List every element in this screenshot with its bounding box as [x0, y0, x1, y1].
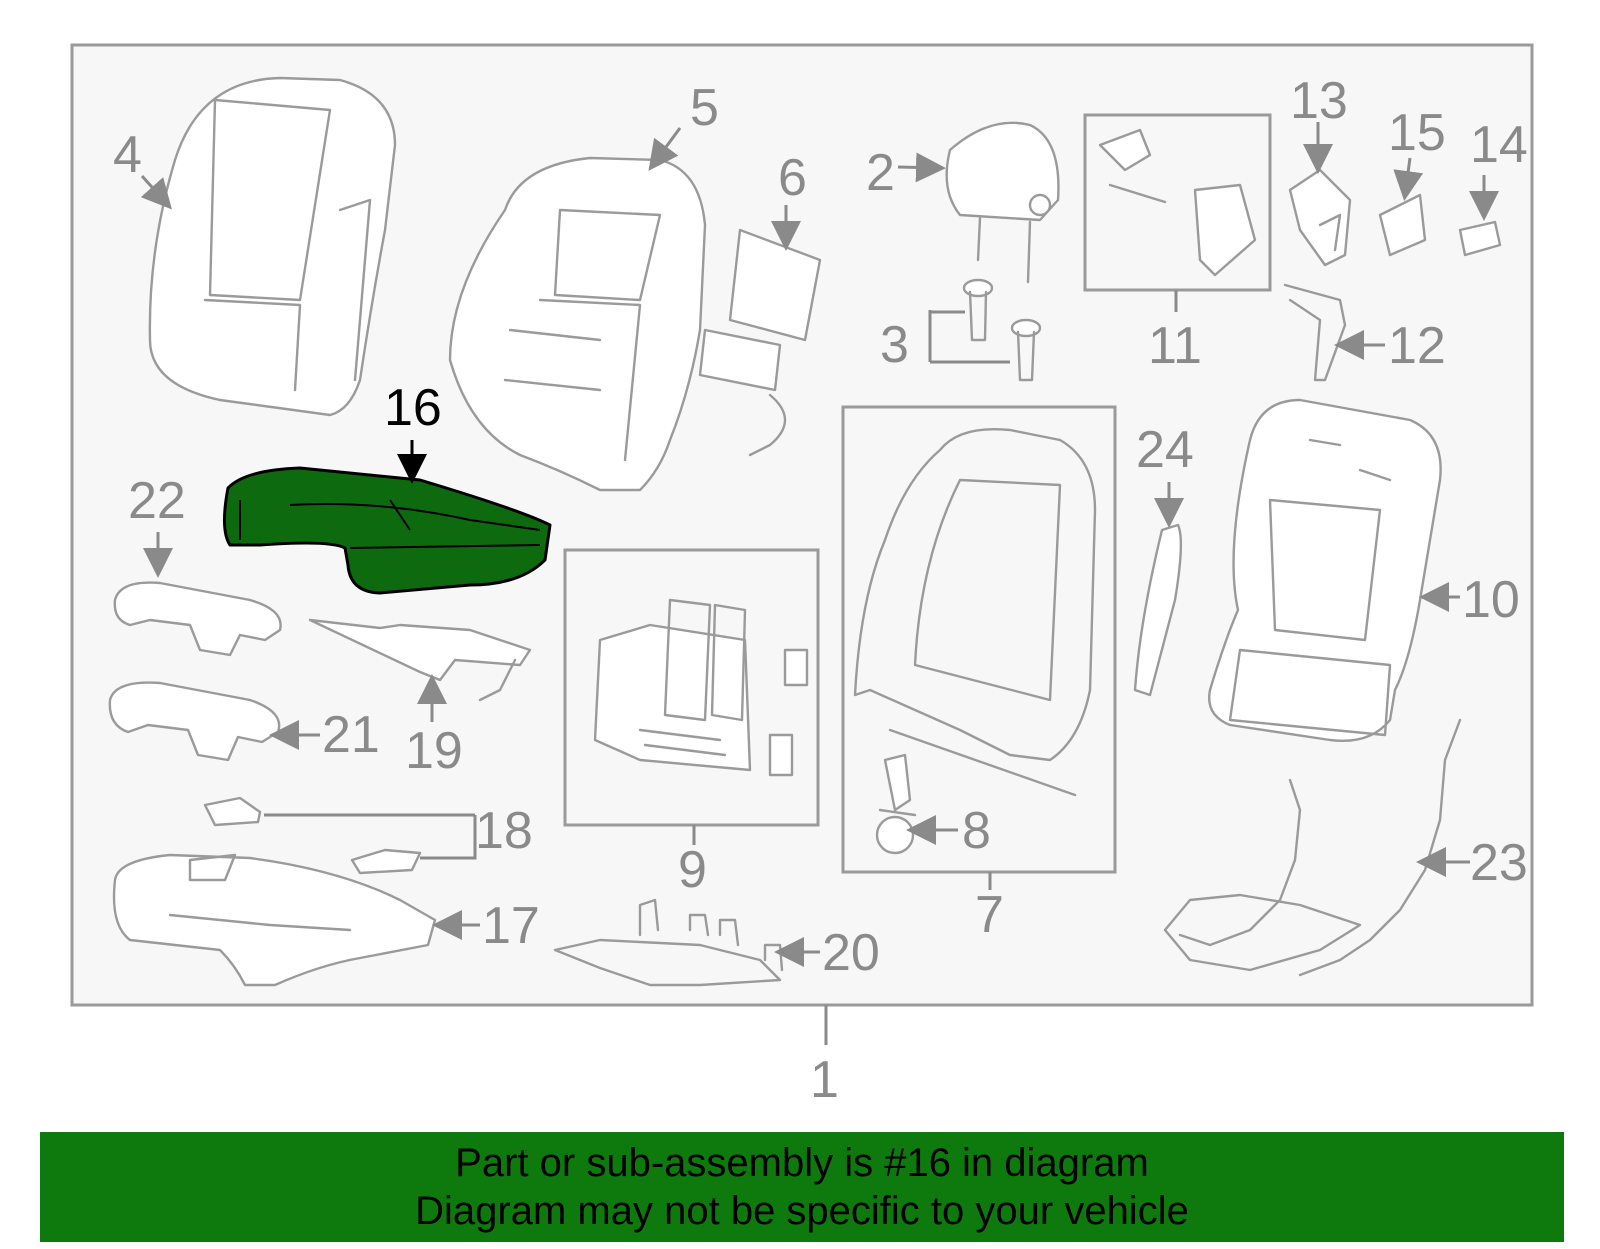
part-12-bracket: [1283, 283, 1347, 382]
callout-9: 9: [678, 841, 707, 899]
callout-5: 5: [690, 79, 719, 137]
callout-23: 23: [1470, 834, 1528, 892]
callout-13: 13: [1290, 72, 1348, 130]
info-banner: Part or sub-assembly is #16 in diagram D…: [40, 1132, 1564, 1242]
callout-8: 8: [962, 802, 991, 860]
part-22-side-panel: [113, 581, 282, 657]
callout-2: 2: [866, 144, 895, 202]
part-9-lumbar-assembly: [593, 598, 809, 777]
part-7-box: [841, 405, 1117, 874]
part-14-clip: [1458, 220, 1502, 257]
part-8-recliner-motor: [875, 753, 917, 855]
callout-22: 22: [128, 472, 186, 530]
banner-line-1: Part or sub-assembly is #16 in diagram: [455, 1141, 1149, 1185]
callout-14: 14: [1470, 116, 1528, 174]
callout-11: 11: [1148, 317, 1202, 375]
part-10-rear-panel: [1208, 398, 1442, 742]
callout-3: 3: [880, 316, 909, 374]
callout-19: 19: [405, 722, 463, 780]
callout-21: 21: [322, 706, 380, 764]
part-7-seat-back-frame: [853, 428, 1097, 797]
callout-4: 4: [113, 126, 142, 184]
part-9-box: [563, 548, 820, 827]
callout-16: 16: [384, 379, 442, 437]
part-20-wire-harness: [553, 898, 784, 987]
callout-20: 20: [822, 924, 880, 982]
part-2-headrest: [945, 121, 1060, 284]
part-3-headrest-guides: [962, 278, 1042, 382]
parts-diagram: 1 2 3 4 5 6 7 8 9 10 11 12 13 14 15 16 1…: [70, 43, 1534, 1109]
part-18-clips: [203, 796, 422, 875]
callout-7: 7: [975, 886, 1004, 944]
part-6-module: [698, 228, 822, 457]
part-15-bezel: [1378, 193, 1427, 257]
part-17-seat-pan: [112, 853, 437, 987]
callout-17: 17: [482, 897, 540, 955]
callout-15: 15: [1388, 104, 1446, 162]
callout-12: 12: [1388, 317, 1446, 375]
callout-1: 1: [810, 1051, 839, 1109]
callout-6: 6: [778, 149, 807, 207]
callout-10: 10: [1462, 571, 1520, 629]
banner-line-2: Diagram may not be specific to your vehi…: [415, 1189, 1189, 1233]
callout-24: 24: [1136, 421, 1194, 479]
part-4-seat-back-cover: [148, 76, 397, 417]
part-23-wire-harness: [1163, 718, 1462, 977]
part-24-side-trim: [1133, 523, 1183, 697]
callout-18: 18: [475, 802, 533, 860]
part-11-bracket-set: [1098, 128, 1257, 277]
